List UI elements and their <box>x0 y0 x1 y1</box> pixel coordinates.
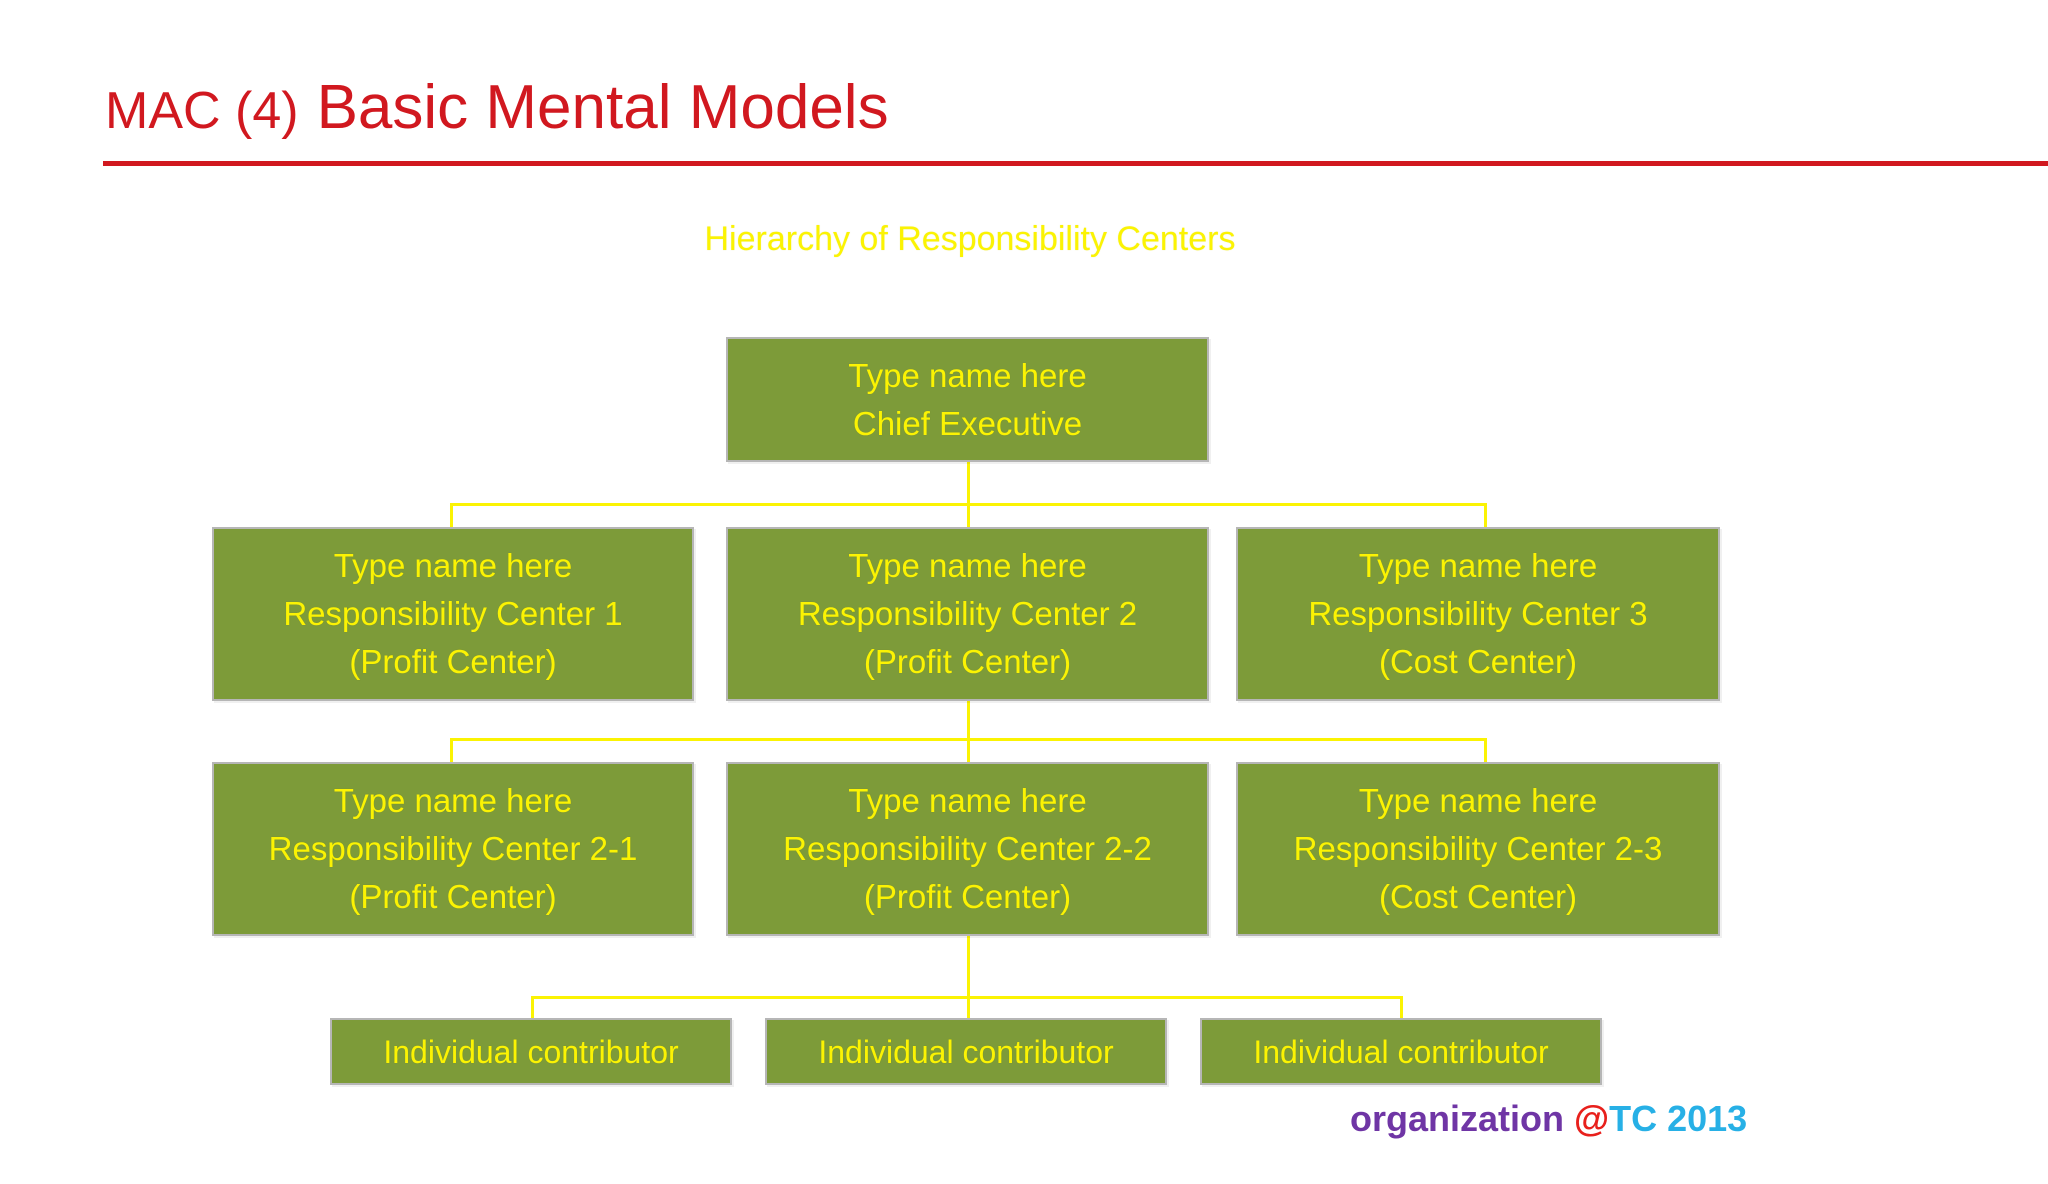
node-line-2: Responsibility Center 2-3 <box>1293 830 1663 867</box>
node-line-3: (Profit Center) <box>349 878 557 915</box>
connector-ic1-up <box>531 996 534 1020</box>
node-line-1: Type name here <box>1358 547 1598 584</box>
footer-organization-text: organization <box>1350 1098 1574 1139</box>
footer-tc-year: TC 2013 <box>1609 1098 1748 1139</box>
connector-rc1-up <box>450 503 453 528</box>
node-line-1: Individual contributor <box>818 1033 1114 1070</box>
node-line-3: (Cost Center) <box>1378 643 1578 680</box>
node-line-1: Type name here <box>333 547 573 584</box>
connector-rc2-down <box>967 700 970 740</box>
title-divider-rule <box>103 161 2048 166</box>
org-node-chief-executive[interactable]: Type name here Chief Executive <box>726 337 1209 462</box>
node-line-2: Responsibility Center 3 <box>1308 595 1648 632</box>
org-node-responsibility-center-2-3[interactable]: Type name here Responsibility Center 2-3… <box>1236 762 1720 936</box>
connector-rc21-up <box>450 738 453 763</box>
connector-ic2-up <box>967 996 970 1020</box>
title-prefix: MAC (4) <box>105 82 299 140</box>
node-line-2: Responsibility Center 2 <box>797 595 1138 632</box>
node-line-1: Type name here <box>848 547 1087 584</box>
org-node-individual-contributor-3[interactable]: Individual contributor <box>1200 1018 1602 1085</box>
node-line-1: Type name here <box>333 782 573 819</box>
at-symbol-icon: @ <box>1574 1098 1610 1139</box>
node-line-3: (Cost Center) <box>1378 878 1578 915</box>
connector-rc3-up <box>1484 503 1487 528</box>
org-node-responsibility-center-3[interactable]: Type name here Responsibility Center 3 (… <box>1236 527 1720 701</box>
chart-subtitle: Hierarchy of Responsibility Centers <box>704 220 1236 258</box>
node-line-3: (Profit Center) <box>349 643 557 680</box>
node-line-2: Chief Executive <box>852 404 1083 442</box>
page-title: MAC (4) Basic Mental Models <box>105 72 889 143</box>
node-line-1: Type name here <box>848 356 1087 394</box>
footer-credit: organization @TC 2013 <box>1350 1098 1747 1140</box>
node-line-2: Responsibility Center 2-1 <box>268 830 638 867</box>
connector-ic3-up <box>1400 996 1403 1020</box>
org-node-responsibility-center-2[interactable]: Type name here Responsibility Center 2 (… <box>726 527 1209 701</box>
node-line-1: Individual contributor <box>1253 1033 1549 1070</box>
node-line-1: Type name here <box>1358 782 1598 819</box>
connector-ceo-down <box>967 460 970 505</box>
connector-rc22-down <box>967 935 970 998</box>
org-node-individual-contributor-1[interactable]: Individual contributor <box>330 1018 732 1085</box>
connector-rc2-up <box>967 503 970 528</box>
node-line-2: Responsibility Center 1 <box>283 595 623 632</box>
node-line-2: Responsibility Center 2-2 <box>783 830 1152 867</box>
org-node-individual-contributor-2[interactable]: Individual contributor <box>765 1018 1167 1085</box>
connector-rc23-up <box>1484 738 1487 763</box>
org-node-responsibility-center-2-2[interactable]: Type name here Responsibility Center 2-2… <box>726 762 1209 936</box>
node-line-1: Type name here <box>848 782 1087 819</box>
node-line-1: Individual contributor <box>383 1033 679 1070</box>
org-node-responsibility-center-1[interactable]: Type name here Responsibility Center 1 (… <box>212 527 694 701</box>
node-line-3: (Profit Center) <box>863 878 1072 915</box>
connector-rc22-up <box>967 738 970 763</box>
node-line-3: (Profit Center) <box>863 643 1072 680</box>
org-node-responsibility-center-2-1[interactable]: Type name here Responsibility Center 2-1… <box>212 762 694 936</box>
slide-header: MAC (4) Basic Mental Models <box>0 0 2048 175</box>
title-main: Basic Mental Models <box>316 73 889 142</box>
